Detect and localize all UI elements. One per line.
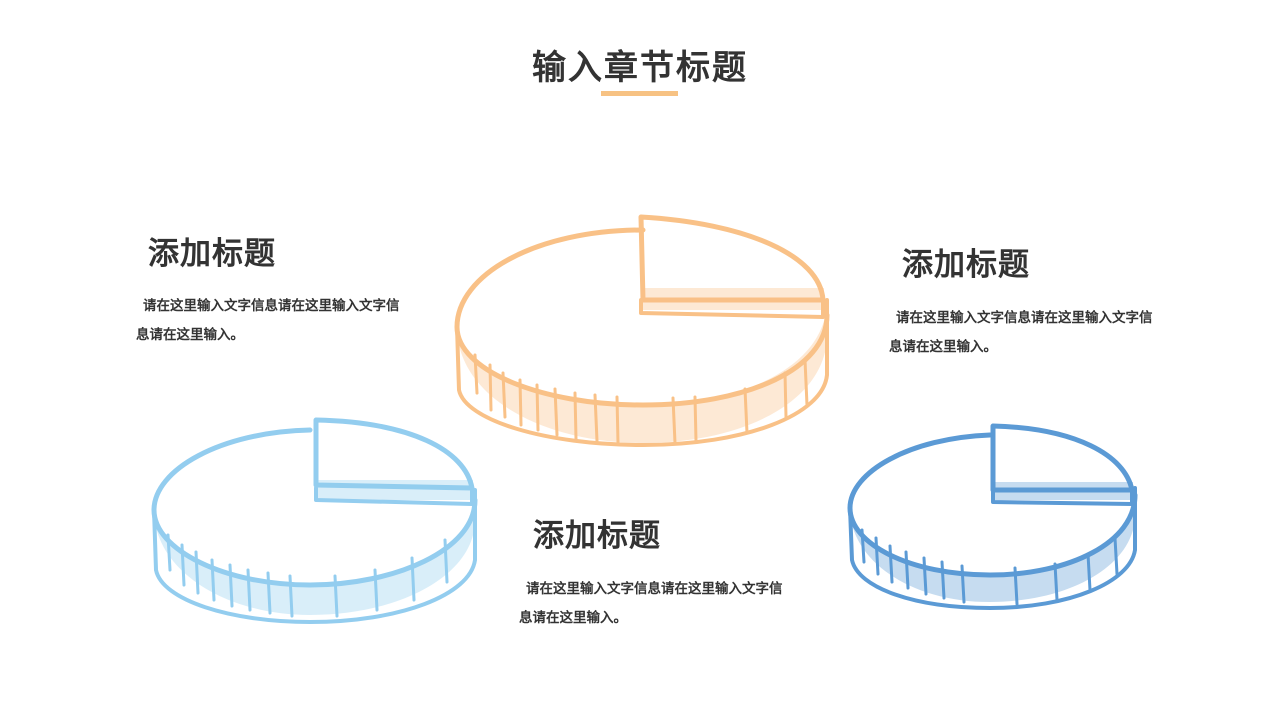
block-1-text: 请在这里输入文字信息请在这里输入文字信息请在这里输入。 [136,298,400,343]
orange-pie [454,214,830,447]
block-2-heading: 添加标题 [902,247,1030,283]
block-1-heading: 添加标题 [148,236,276,272]
light-blue-pie [151,417,478,624]
block-3-heading: 添加标题 [533,518,661,554]
page-title: 输入章节标题 [532,48,748,88]
title-underline [601,91,678,96]
block-3-text: 请在这里输入文字信息请在这里输入文字信息请在这里输入。 [519,581,783,626]
blue-pie [847,423,1138,610]
block-2-text: 请在这里输入文字信息请在这里输入文字信息请在这里输入。 [889,310,1153,355]
